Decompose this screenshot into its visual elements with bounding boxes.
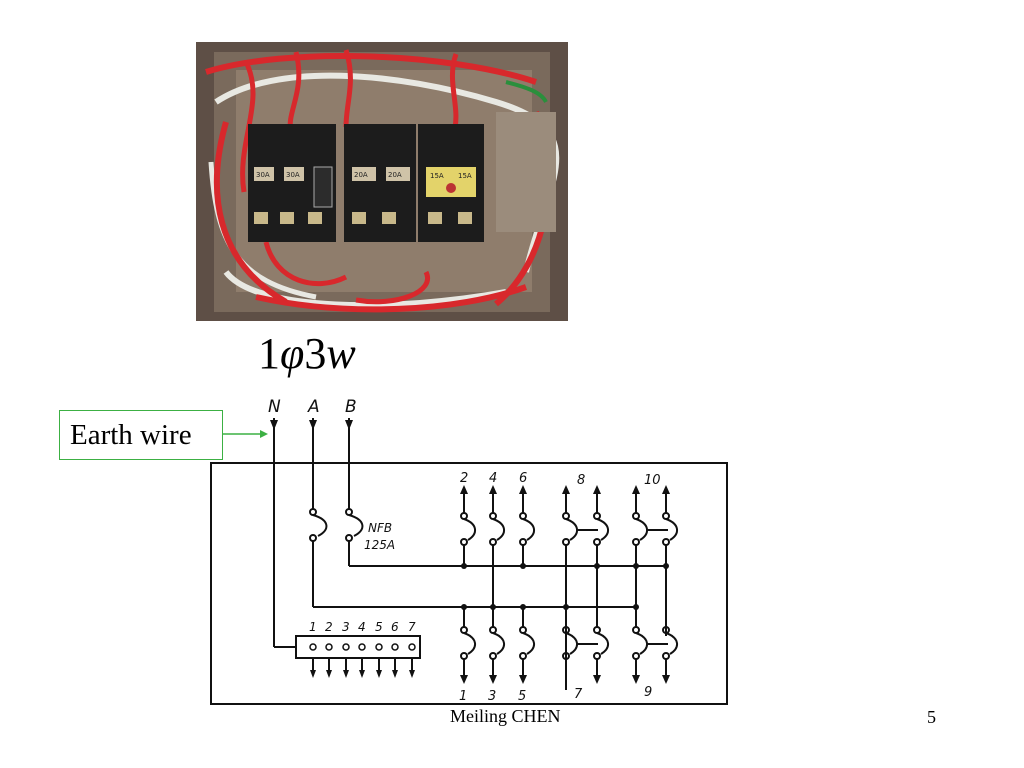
neutral-label-2: 2 (325, 620, 333, 634)
formula-prefix: 1 (258, 329, 280, 378)
system-formula: 1φ3w (258, 328, 356, 379)
output-label-1: 1 (459, 689, 467, 704)
output-label-7: 7 (574, 687, 583, 702)
output-label-8: 8 (577, 473, 585, 488)
panel-enclosure (210, 462, 728, 705)
output-label-6: 6 (519, 471, 527, 486)
main-breaker-label: NFB (368, 521, 392, 535)
output-label-2: 2 (460, 471, 468, 486)
output-label-5: 5 (518, 689, 526, 704)
formula-phi: φ (280, 329, 305, 378)
footer-author: Meiling CHEN (450, 706, 561, 726)
neutral-label-5: 5 (375, 620, 383, 634)
neutral-label-6: 6 (391, 620, 399, 634)
breaker-label: 20A (354, 171, 368, 179)
phase-label-n: N (268, 397, 281, 417)
earth-arrow-head (260, 430, 268, 438)
neutral-label-7: 7 (408, 620, 416, 634)
breaker-label: 30A (286, 171, 300, 179)
neutral-label-1: 1 (309, 620, 317, 634)
phase-label-a: A (307, 397, 320, 417)
neutral-terminal-bar (295, 635, 421, 659)
breaker-label: 20A (388, 171, 402, 179)
breaker-label: 15A (458, 172, 472, 180)
output-label-9: 9 (644, 685, 652, 700)
formula-three: 3 (304, 329, 327, 378)
main-breaker-rating: 125A (364, 538, 395, 552)
output-label-10: 10 (644, 473, 661, 488)
neutral-label-3: 3 (342, 620, 350, 634)
breaker-label: 15A (430, 172, 444, 180)
output-label-3: 3 (488, 689, 496, 704)
earth-wire-label: Earth wire (59, 410, 223, 460)
phase-label-b: B (345, 397, 357, 417)
page-number: 5 (927, 707, 936, 727)
breaker-label: 30A (256, 171, 270, 179)
breaker-panel-photo: 30A 30A 20A 20A 15A 15A (196, 42, 568, 321)
output-label-4: 4 (489, 471, 497, 486)
neutral-label-4: 4 (358, 620, 366, 634)
formula-w: w (326, 329, 356, 378)
